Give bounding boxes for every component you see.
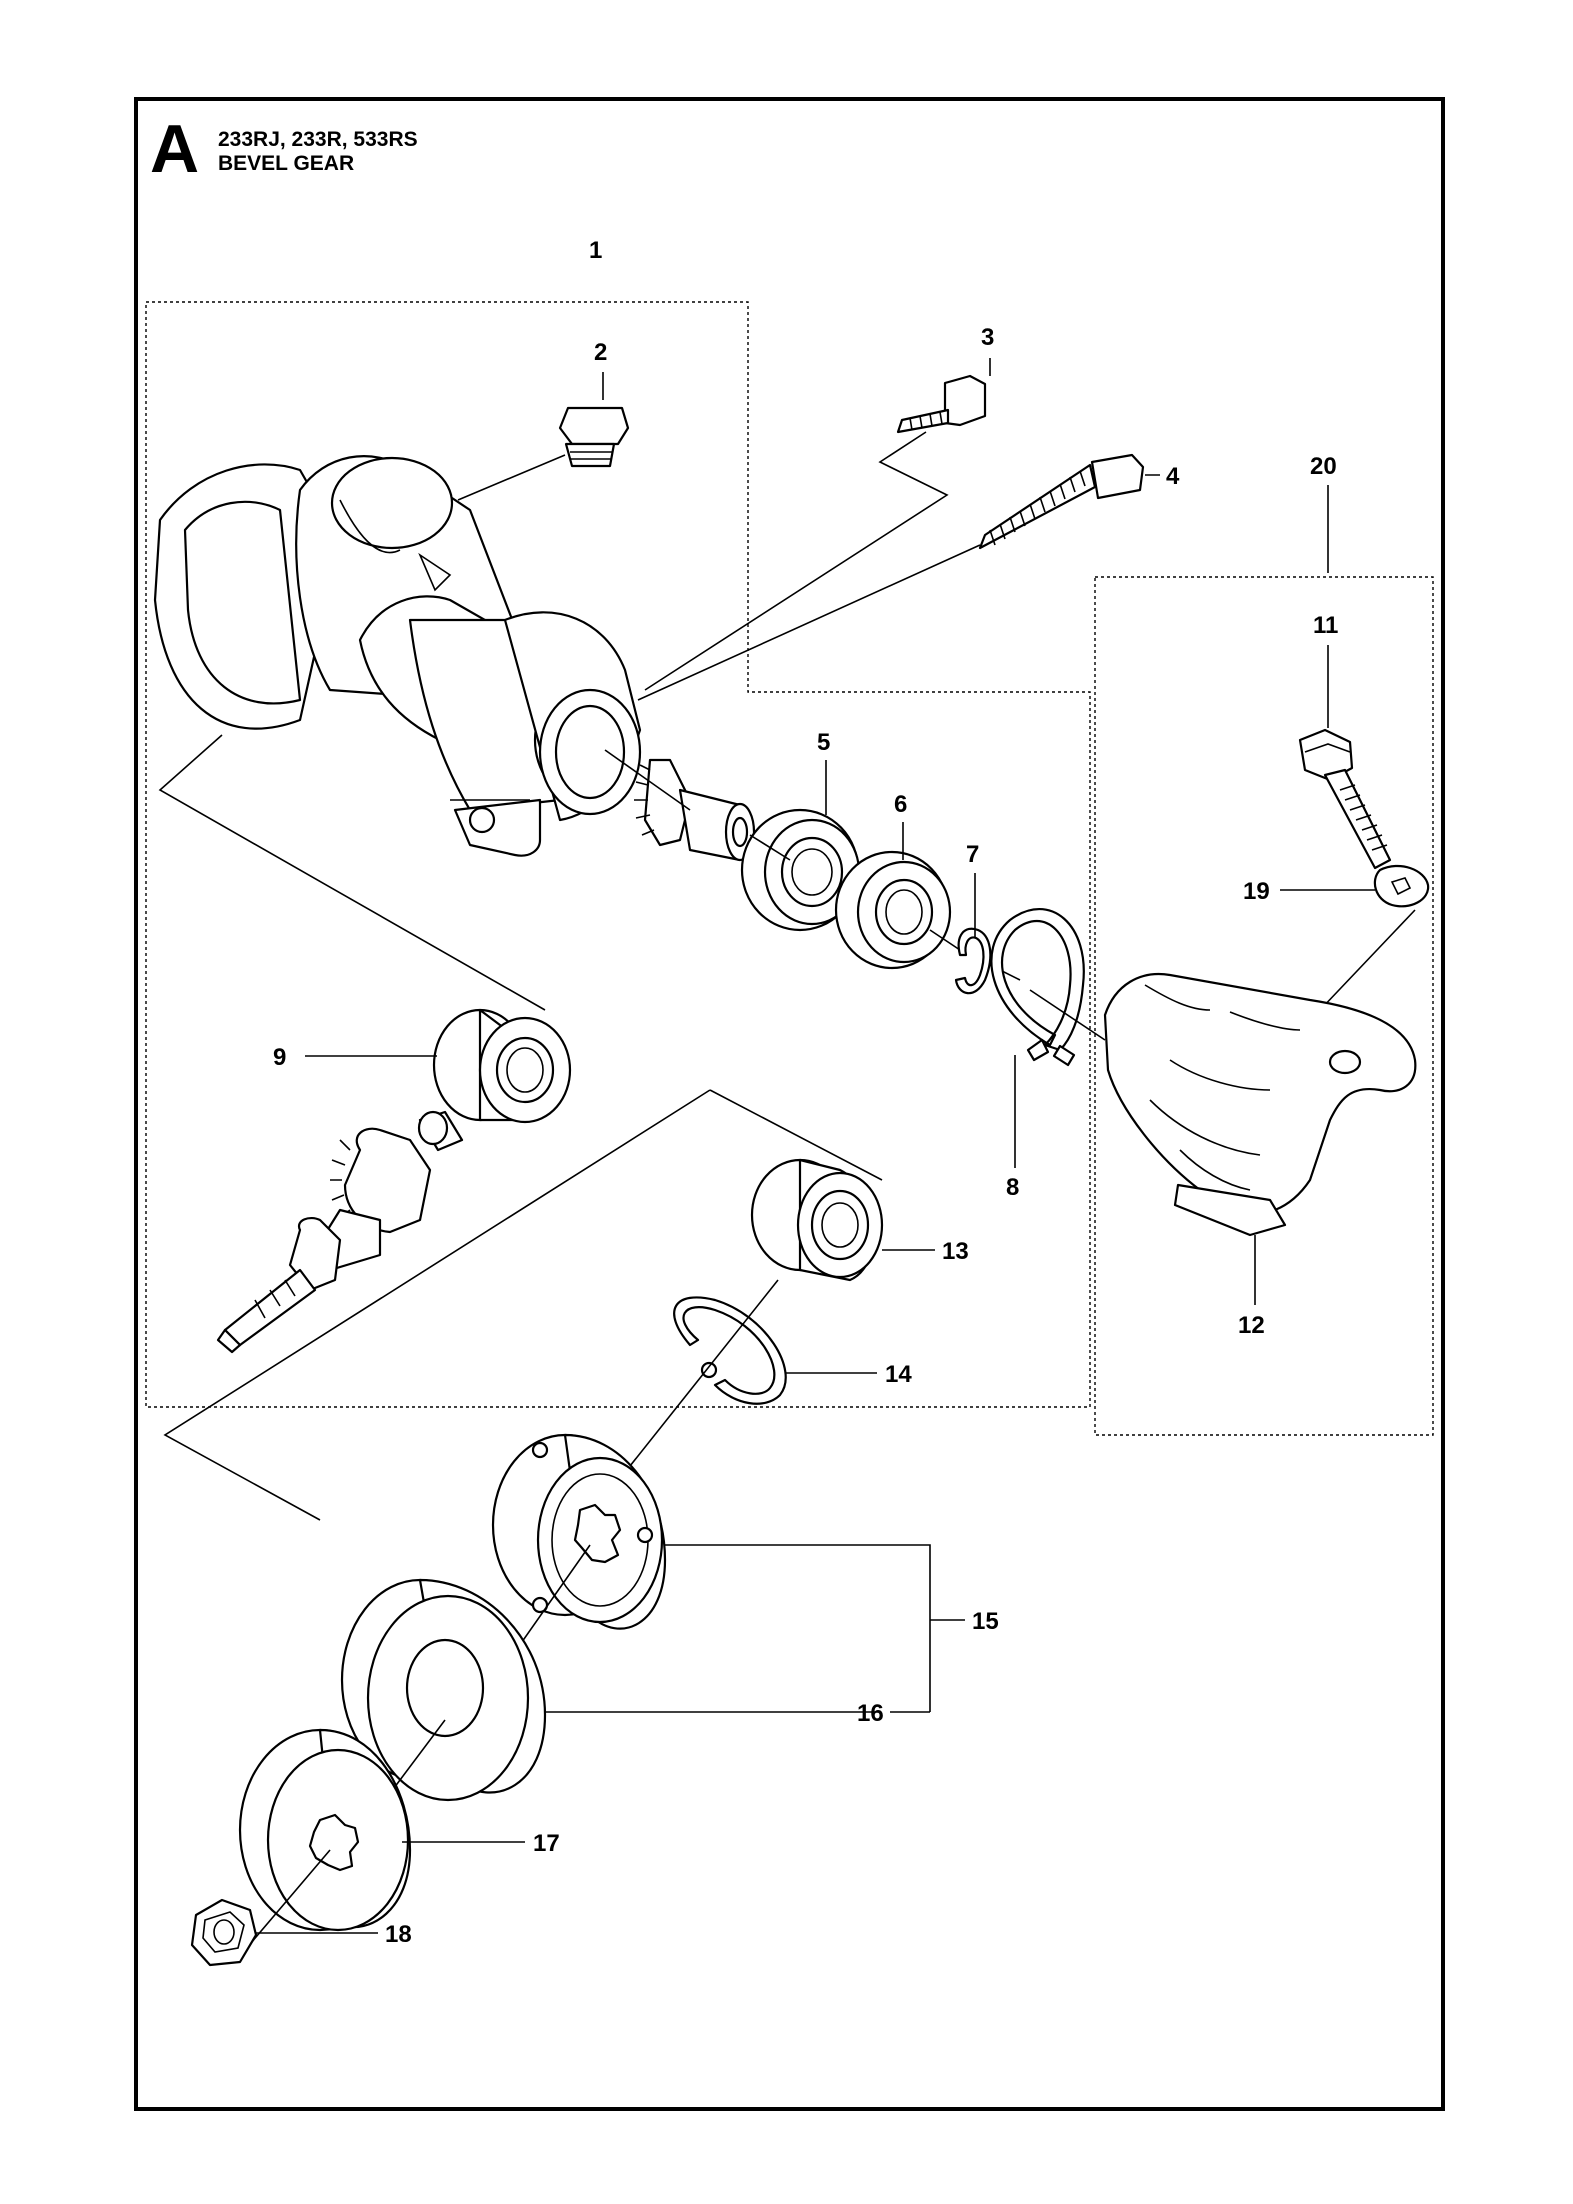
housing-to-bearing-9-line xyxy=(158,734,546,1011)
callout-9: 9 xyxy=(273,1044,286,1071)
callout-15: 15 xyxy=(972,1608,999,1635)
long-bolt xyxy=(978,453,1145,550)
thrust-washer xyxy=(340,1578,547,1802)
bearing-9 xyxy=(432,1008,572,1124)
hex-bolt xyxy=(1298,728,1392,870)
callout-18: 18 xyxy=(385,1921,412,1948)
callout-19-leader xyxy=(1280,889,1416,1011)
lock-washer xyxy=(1373,865,1430,908)
support-flange xyxy=(491,1433,667,1630)
callout-2: 2 xyxy=(594,339,607,366)
callout-11: 11 xyxy=(1313,612,1338,639)
bearing-6 xyxy=(834,850,952,970)
callout-7: 7 xyxy=(966,841,979,868)
bearing-5 xyxy=(740,808,861,932)
shaft-to-bearing-13-line xyxy=(709,1089,883,1181)
section-letter: A xyxy=(150,111,199,187)
snap-ring-14 xyxy=(673,1296,787,1405)
callout-8: 8 xyxy=(1006,1174,1019,1201)
callout-2-leader xyxy=(457,372,604,501)
callout-6-leader xyxy=(902,822,961,951)
callout-6: 6 xyxy=(894,791,907,818)
pinion-gear xyxy=(634,758,756,862)
gear-housing xyxy=(153,455,642,857)
assembly-1-boundary xyxy=(145,301,1091,1408)
support-cup xyxy=(238,1728,412,1932)
callout-15-leader xyxy=(424,1544,965,1781)
callout-12: 12 xyxy=(1238,1312,1265,1339)
snap-ring-7 xyxy=(954,927,992,995)
assembly-title: BEVEL GEAR xyxy=(218,152,354,175)
oil-plug xyxy=(558,406,630,468)
callout-4: 4 xyxy=(1166,463,1180,490)
blade-guard xyxy=(1103,972,1417,1237)
callout-20: 20 xyxy=(1310,453,1337,480)
model-list: 233RJ, 233R, 533RS xyxy=(218,128,418,151)
callout-8-leader xyxy=(1014,989,1106,1168)
bearing-13 xyxy=(750,1158,884,1282)
callout-3: 3 xyxy=(981,324,994,351)
callout-4-leader xyxy=(637,474,1160,701)
callout-5: 5 xyxy=(817,729,830,756)
circlip-8 xyxy=(990,908,1085,1067)
shaft-to-bearing-line xyxy=(604,749,691,811)
callout-1: 1 xyxy=(589,237,602,264)
callout-19: 19 xyxy=(1243,878,1270,905)
callout-14: 14 xyxy=(885,1361,912,1388)
callout-17: 17 xyxy=(533,1830,560,1857)
callout-16: 16 xyxy=(857,1700,884,1727)
shaft-to-plates-line xyxy=(163,1089,711,1521)
bevel-gear-shaft xyxy=(216,1110,464,1354)
callout-3-leader xyxy=(644,358,991,691)
short-screw xyxy=(896,374,987,434)
lock-nut xyxy=(190,1898,258,1967)
assembly-20-boundary xyxy=(1094,576,1434,1436)
page-frame xyxy=(134,97,1445,2111)
callout-13: 13 xyxy=(942,1238,969,1265)
